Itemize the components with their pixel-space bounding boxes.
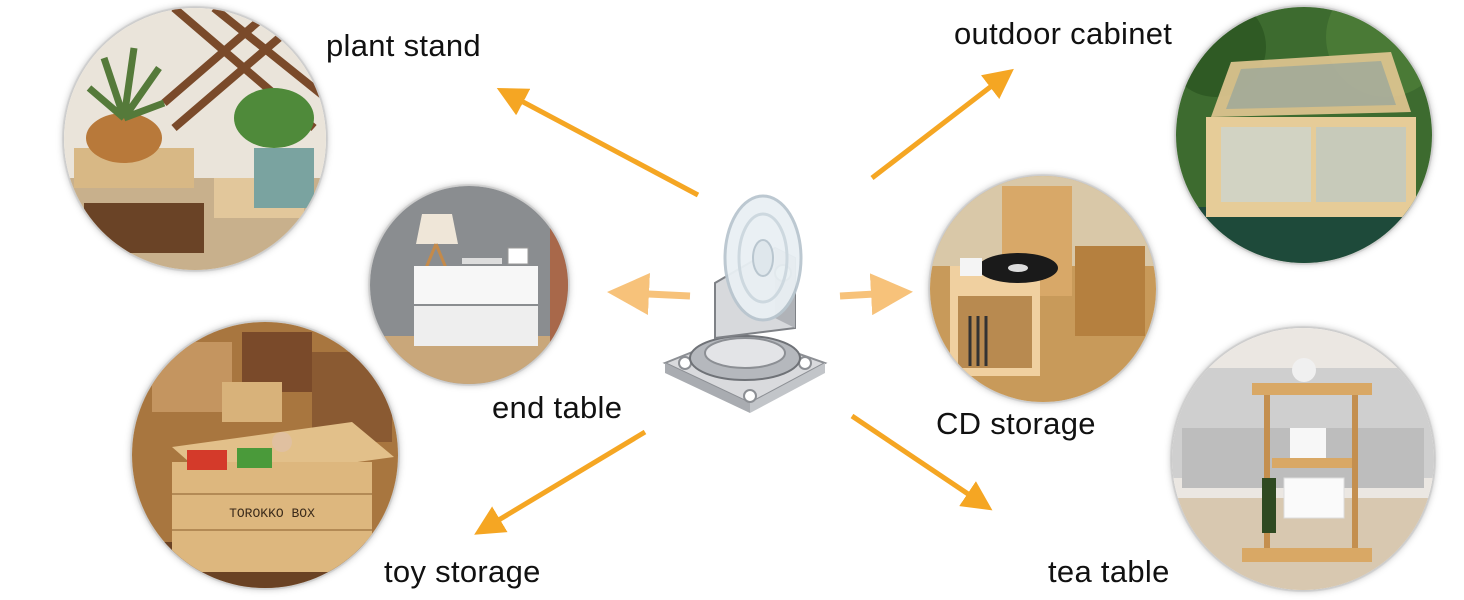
- arrow-icon-cd-storage: [839, 273, 913, 316]
- outdoor-cabinet-label: outdoor cabinet: [954, 16, 1173, 51]
- plant-stand-label: plant stand: [326, 28, 481, 63]
- toy-storage-photo: TOROKKO BOX: [132, 322, 398, 588]
- end-table-label: end table: [492, 390, 623, 425]
- arrow-icon-plant-stand: [496, 87, 700, 198]
- arrow-icon-outdoor-cabinet: [870, 68, 1014, 180]
- arrow-icon-toy-storage: [474, 429, 647, 535]
- cd-storage-photo: [930, 176, 1156, 402]
- end-table-photo: [370, 186, 568, 384]
- toy-box-text: TOROKKO BOX: [229, 506, 315, 521]
- toy-storage-label: toy storage: [384, 554, 541, 589]
- swivel-caster-icon: [662, 194, 828, 413]
- tea-table-photo: [1172, 328, 1434, 590]
- tea-table-label: tea table: [1048, 554, 1170, 589]
- outdoor-cabinet-photo: [1176, 7, 1432, 263]
- plant-stand-photo: [64, 8, 326, 270]
- cd-storage-label: CD storage: [936, 406, 1096, 441]
